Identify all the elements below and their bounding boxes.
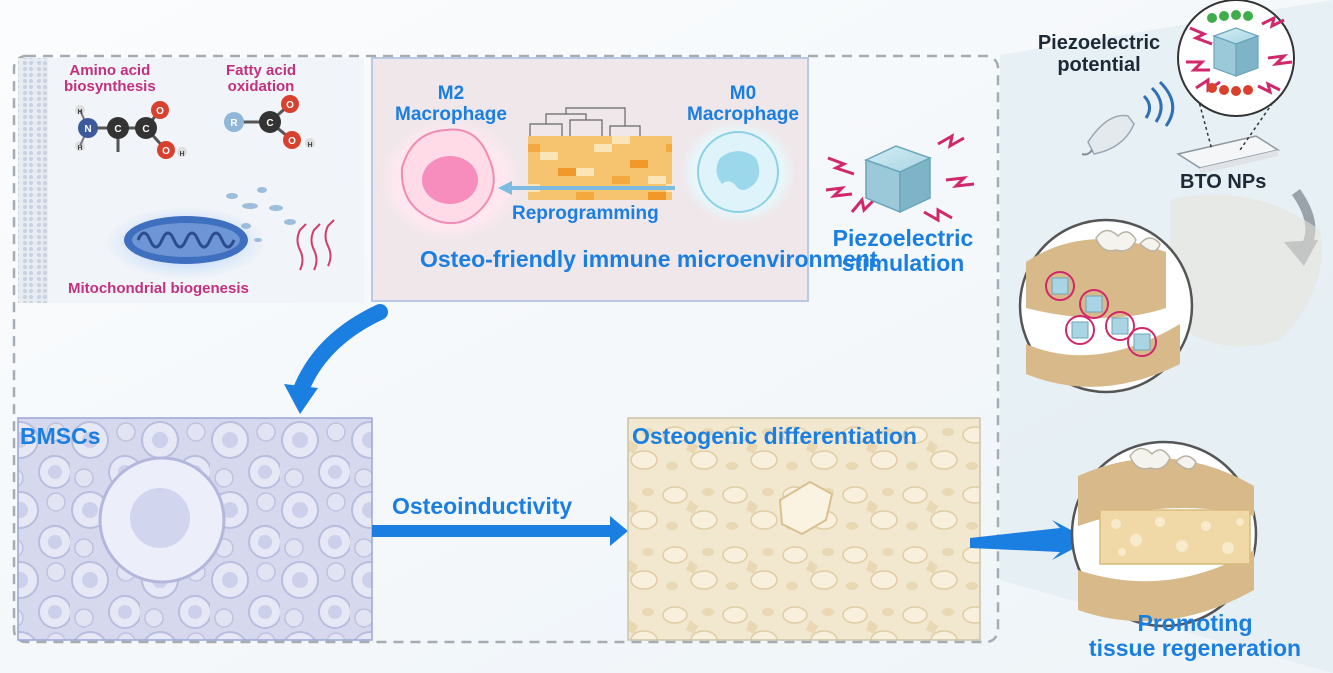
microenvironment-label: Osteo-friendly immune microenvironment	[420, 246, 878, 272]
atom-hydrogen-label: H	[179, 151, 184, 158]
atom-carbon-label: C	[142, 124, 149, 135]
bmscs-label: BMSCs	[20, 423, 101, 449]
atom-oxygen-label: O	[288, 136, 296, 147]
osteoinductivity-label: Osteoinductivity	[392, 493, 573, 519]
atom-hydrogen-label: H	[77, 145, 82, 152]
atom-oxygen-label: O	[156, 106, 164, 117]
atom-oxygen-label: O	[162, 146, 170, 157]
mitochondrial-biogenesis-label: Mitochondrial biogenesis	[68, 280, 249, 297]
atom-r_group-label: R	[230, 118, 238, 129]
atom-nitrogen-label: N	[84, 124, 91, 135]
atom-carbon-label: C	[114, 124, 121, 135]
osteogenic-differentiation-label: Osteogenic differentiation	[632, 423, 917, 449]
atom-oxygen-label: O	[286, 100, 294, 111]
atom-carbon-label: C	[266, 118, 273, 129]
atom-hydrogen-label: H	[307, 142, 312, 149]
atom-hydrogen-label: H	[77, 109, 82, 116]
bto-nps-label: BTO NPs	[1180, 171, 1267, 193]
reprogramming-label: Reprogramming	[512, 203, 659, 224]
